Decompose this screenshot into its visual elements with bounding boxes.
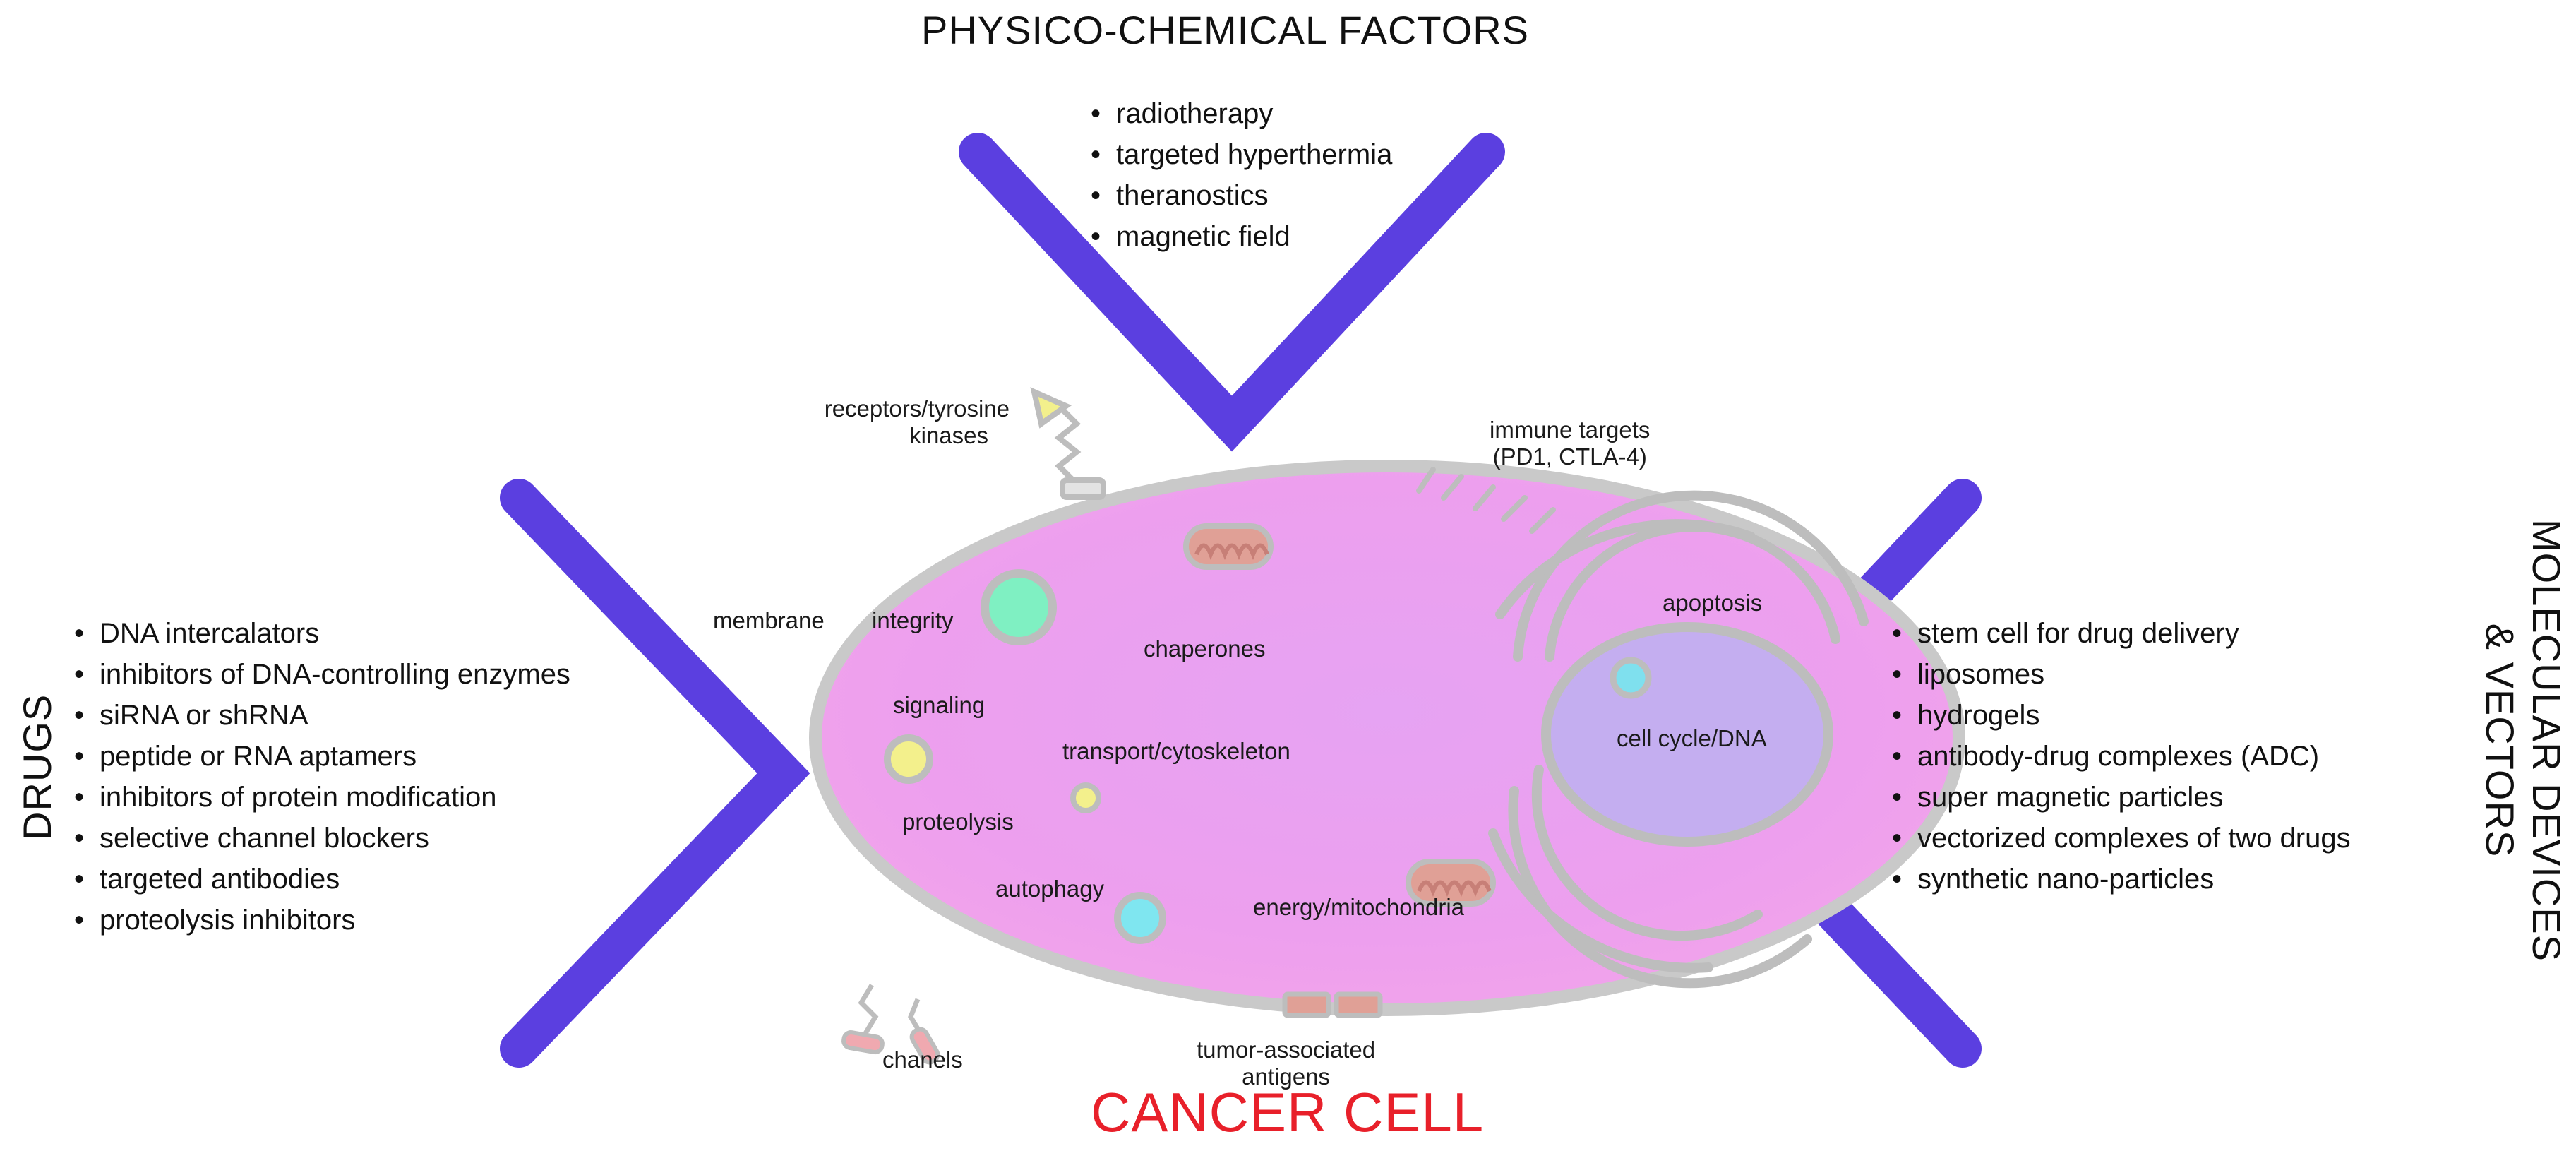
list-item: vectorized complexes of two drugs (1892, 818, 2351, 859)
molecular-devices-heading-line2: & VECTORS (2478, 623, 2522, 858)
list-item: peptide or RNA aptamers (74, 736, 570, 777)
mitochondrion-top (1183, 523, 1274, 570)
label-proteolysis: proteolysis (902, 809, 1014, 835)
physico-chemical-list: radiotherapy targeted hyperthermia thera… (1091, 93, 1392, 257)
channels (841, 984, 940, 1065)
list-item: radiotherapy (1091, 93, 1392, 134)
list-item: DNA intercalators (74, 613, 570, 654)
list-item: proteolysis inhibitors (74, 900, 570, 941)
receptor-kinase (1030, 387, 1106, 500)
label-tumor-line2: antigens (1242, 1063, 1330, 1090)
list-item: synthetic nano-particles (1892, 859, 2351, 900)
top-chevron (959, 133, 1505, 452)
molecular-devices-heading-line1: MOLECULAR DEVICES (2524, 519, 2569, 962)
label-receptors: receptors/tyrosine kinases (777, 395, 1010, 449)
list-item: siRNA or shRNA (74, 695, 570, 736)
list-item: targeted antibodies (74, 859, 570, 900)
label-chanels: chanels (882, 1046, 963, 1073)
label-cell-cycle: cell cycle/DNA (1617, 725, 1767, 751)
label-signaling: signaling (893, 692, 986, 718)
cancer-cell-title: CANCER CELL (1091, 1081, 1485, 1143)
label-tumor-antigens: tumor-associated antigens (1197, 1037, 1375, 1090)
label-receptors-line2: kinases (909, 422, 988, 448)
list-item: theranostics (1091, 175, 1392, 216)
label-immune-line1: immune targets (1490, 417, 1651, 443)
label-immune-line2: (PD1, CTLA-4) (1492, 443, 1647, 470)
vesicle-signaling (884, 734, 933, 784)
molecular-devices-heading: MOLECULAR DEVICES & VECTORS (2476, 519, 2570, 962)
list-item: stem cell for drug delivery (1892, 613, 2351, 654)
list-item: selective channel blockers (74, 818, 570, 859)
label-autophagy: autophagy (995, 876, 1105, 902)
label-chaperones: chaperones (1144, 636, 1266, 662)
drugs-list: DNA intercalators inhibitors of DNA-cont… (74, 613, 570, 941)
tumor-antigens (1282, 991, 1383, 1018)
list-item: magnetic field (1091, 216, 1392, 257)
label-transport: transport/cytoskeleton (1062, 738, 1290, 764)
list-item: targeted hyperthermia (1091, 134, 1392, 175)
list-item: inhibitors of protein modification (74, 777, 570, 818)
label-receptors-line1: receptors/tyrosine (824, 395, 1010, 422)
immune-target-spikes (1416, 467, 1556, 534)
label-energy: energy/mitochondria (1253, 894, 1464, 920)
label-membrane: membrane (713, 607, 825, 633)
list-item: antibody-drug complexes (ADC) (1892, 736, 2351, 777)
list-item: inhibitors of DNA-controlling enzymes (74, 654, 570, 695)
molecular-devices-list: stem cell for drug delivery liposomes hy… (1892, 613, 2351, 900)
list-item: liposomes (1892, 654, 2351, 695)
nucleolus (1610, 657, 1652, 699)
label-integrity: integrity (872, 607, 954, 633)
label-immune-targets: immune targets (PD1, CTLA-4) (1490, 417, 1650, 470)
left-chevron (500, 479, 810, 1068)
physico-chemical-heading: PHYSICO-CHEMICAL FACTORS (921, 8, 1530, 52)
vesicle-integrity (981, 569, 1057, 645)
drugs-heading: DRUGS (15, 693, 59, 840)
label-apoptosis: apoptosis (1663, 590, 1763, 616)
list-item: super magnetic particles (1892, 777, 2351, 818)
endoplasmic-reticulum (1488, 490, 1869, 989)
mitochondrion-bottom (1406, 859, 1496, 907)
vesicle-autophagy (1114, 892, 1166, 944)
label-tumor-line1: tumor-associated (1197, 1037, 1376, 1063)
vesicle-proteolysis (1070, 782, 1101, 813)
list-item: hydrogels (1892, 695, 2351, 736)
